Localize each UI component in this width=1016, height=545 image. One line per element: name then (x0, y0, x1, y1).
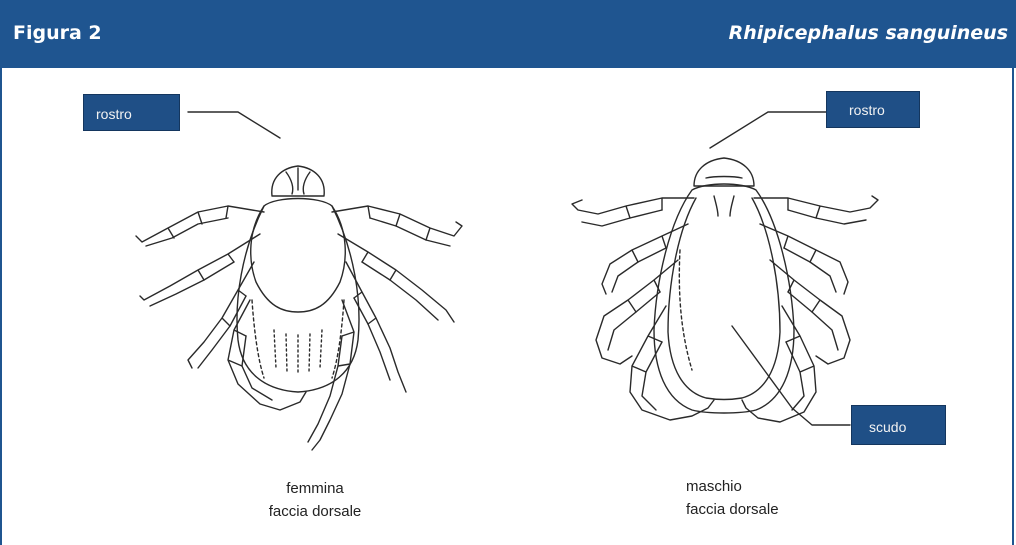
male-caption-line1: maschio (686, 475, 779, 498)
female-caption-line1: femmina (260, 477, 370, 500)
male-caption: maschio faccia dorsale (686, 475, 779, 521)
female-tick-drawing (136, 112, 462, 450)
rostro-label-left: rostro (83, 94, 180, 131)
female-caption-line2: faccia dorsale (260, 500, 370, 523)
rostro-label-left-text: rostro (96, 106, 132, 122)
figure-label: Figura 2 (13, 22, 102, 44)
tick-illustrations (2, 68, 1014, 545)
scudo-label-text: scudo (869, 419, 906, 435)
male-caption-line2: faccia dorsale (686, 498, 779, 521)
rostro-label-right-text: rostro (849, 102, 885, 118)
male-tick-drawing (572, 112, 878, 425)
scudo-label: scudo (851, 405, 946, 445)
species-name: Rhipicephalus sanguineus (729, 22, 1008, 44)
rostro-label-right: rostro (826, 91, 920, 128)
female-caption: femmina faccia dorsale (260, 477, 370, 523)
figure-header: Figura 2 Rhipicephalus sanguineus (2, 0, 1016, 68)
